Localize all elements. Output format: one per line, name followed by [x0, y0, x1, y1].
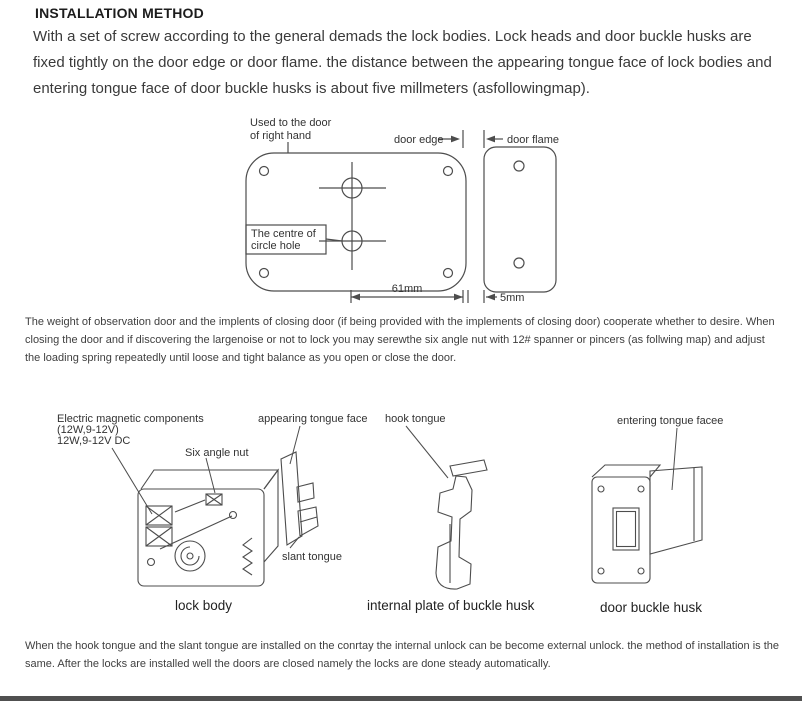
lock-parts-diagram: Electric magnetic components (12W,9-12V)…: [57, 413, 723, 615]
appearing-leader: [289, 425, 301, 465]
mounting-template-diagram: Used to the door of right hand door edge…: [245, 117, 559, 304]
lock-mount-plate: [245, 152, 467, 292]
emc-label-line3: 12W,9-12V DC: [57, 435, 130, 447]
intro-paragraph: With a set of screw according to the gen…: [33, 28, 772, 97]
door-buckle-husk-caption: door buckle husk: [600, 600, 702, 615]
lever-bar: [159, 515, 233, 550]
slant-tongue-label: slant tongue: [282, 551, 342, 563]
slant-tongue-part: [297, 506, 319, 537]
adjustment-paragraph: The weight of observation door and the i…: [25, 316, 775, 364]
entering-tongue-label: entering tongue facee: [617, 415, 723, 427]
dim-61mm-label: 61mm: [392, 283, 423, 295]
right-hand-label-line1: Used to the door: [250, 117, 332, 129]
internal-plate-caption: internal plate of buckle husk: [367, 598, 535, 613]
page-title: INSTALLATION METHOD: [35, 5, 204, 21]
part-labels: Electric magnetic components (12W,9-12V)…: [57, 413, 723, 563]
nut-leader: [205, 457, 216, 494]
flame-plate-holes: [513, 160, 525, 269]
loading-spring: [242, 537, 253, 576]
lever-pivot: [228, 510, 238, 520]
door-flame-label: door flame: [507, 134, 559, 146]
lock-body-caption: lock body: [175, 598, 232, 613]
door-edge-label: door edge: [394, 134, 444, 146]
closing-paragraph: When the hook tongue and the slant tongu…: [25, 640, 779, 670]
template-labels: Used to the door of right hand door edge…: [250, 117, 559, 304]
dim-61mm-lines: [350, 290, 464, 303]
right-hand-label-line2: of right hand: [250, 130, 311, 142]
part-captions: lock body internal plate of buckle husk …: [175, 598, 702, 615]
hook-tongue-label: hook tongue: [385, 413, 446, 425]
link-line: [174, 499, 206, 513]
hook-tongue-part: [435, 475, 473, 590]
door-buckle-husk-drawing: [591, 464, 703, 584]
window-bottom-edge: [0, 696, 802, 701]
dim-5mm-label: 5mm: [500, 292, 524, 304]
emc-label-line1: Electric magnetic components: [57, 413, 204, 425]
centre-hole-label-line1: The centre of: [251, 228, 317, 240]
centre-label-callout: [245, 224, 343, 255]
six-angle-nut-label: Six angle nut: [185, 447, 249, 459]
slant-leader: [289, 536, 300, 549]
emc-leader: [111, 447, 153, 515]
husk-tongue-hole: [612, 507, 640, 551]
internal-plate-drawing: [435, 459, 488, 590]
plate-top-tab: [449, 459, 488, 477]
husk-screw-holes: [597, 485, 645, 575]
centre-hole-label-line2: circle hole: [251, 240, 301, 252]
cam-wheel: [174, 540, 206, 572]
magnet-coil: [145, 505, 173, 547]
dim-5mm-lines: [467, 290, 497, 303]
corner-screw-holes: [258, 165, 454, 279]
entering-leader: [671, 427, 678, 491]
emc-label-line2: (12W,9-12V): [57, 424, 119, 436]
door-edge-callout: [438, 130, 464, 148]
six-angle-nut-part: [205, 493, 223, 506]
entering-tongue-face-box: [649, 466, 703, 555]
screw-post: [146, 557, 156, 567]
door-flame-callout: [483, 130, 503, 148]
hook-leader: [405, 425, 449, 479]
template-linework: [245, 130, 557, 303]
door-flame-plate: [483, 146, 557, 293]
part-leader-lines: [111, 425, 678, 549]
appearing-tongue-plate: [280, 451, 319, 546]
lock-body-drawing: [137, 451, 319, 587]
appearing-tongue-label: appearing tongue face: [258, 413, 367, 425]
centre-circle-holes: [319, 162, 386, 270]
